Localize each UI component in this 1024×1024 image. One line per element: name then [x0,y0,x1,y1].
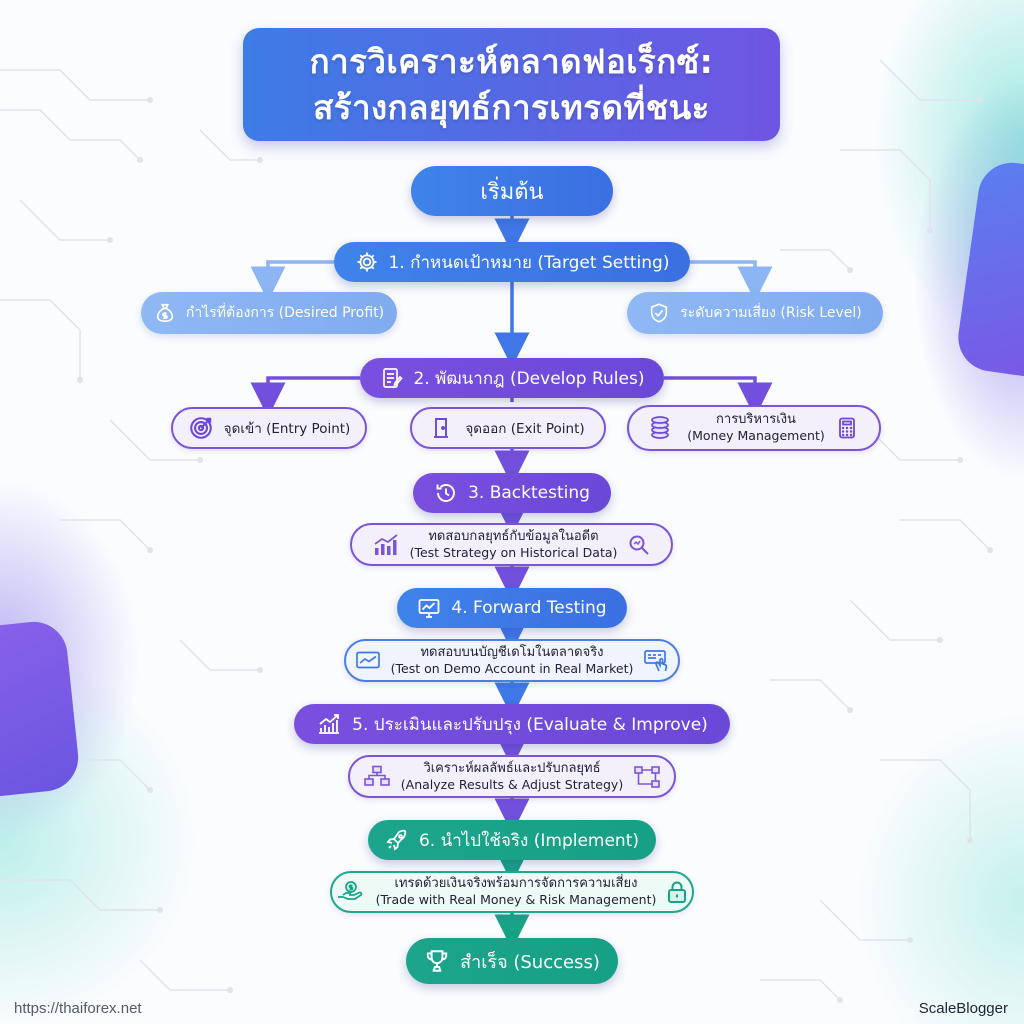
backtest-detail-text: ทดสอบกลยุทธ์กับข้อมูลในอดีต (Test Strate… [410,529,618,561]
target-icon [189,417,212,439]
forward-test-detail-node: ทดสอบบนบัญชีเดโมในตลาดจริง (Test on Demo… [344,639,680,682]
hand-money-icon [337,881,362,900]
calculator-icon [838,417,855,439]
implement-detail-thai: เทรดด้วยเงินจริงพร้อมการจัดการความเสี่ยง [394,876,638,891]
title-line-2: สร้างกลยุทธ์การเทรดที่ชนะ [313,87,710,127]
monitor-chart-icon [355,651,380,668]
entry-point-node: จุดเข้า (Entry Point) [171,407,367,449]
evaluate-detail-english: (Analyze Results & Adjust Strategy) [400,776,624,792]
lock-icon [668,881,687,903]
entry-point-label: จุดเข้า (Entry Point) [223,421,351,437]
touch-screen-icon [644,649,668,671]
money-management-node: การบริหารเงิน (Money Management) [627,405,881,451]
step-6-label: 6. นำไปใช้จริง (Implement) [418,830,640,851]
step-1-target-setting: 1. กำหนดเป้าหมาย (Target Setting) [334,242,690,282]
implement-detail-node: เทรดด้วยเงินจริงพร้อมการจัดการความเสี่ยง… [330,871,694,913]
flowchart-icon [634,765,661,788]
decorative-shape-right [953,158,1024,382]
rules-document-icon [382,368,403,388]
backtest-detail-node: ทดสอบกลยุทธ์กับข้อมูลในอดีต (Test Strate… [350,523,673,566]
backtest-detail-english: (Test Strategy on Historical Data) [409,544,618,560]
evaluate-detail-thai: วิเคราะห์ผลลัพธ์และปรับกลยุทธ์ [423,760,601,776]
growth-chart-icon [319,714,340,734]
desired-profit-node: กำไรที่ต้องการ (Desired Profit) [141,292,397,334]
chart-bars-icon [374,533,398,555]
money-management-english: (Money Management) [687,428,825,443]
step-2-develop-rules: 2. พัฒนากฎ (Develop Rules) [360,358,664,398]
door-icon [434,418,449,438]
magnifier-icon [629,535,650,555]
history-clock-icon [436,484,456,502]
forward-test-detail-english: (Test on Demo Account in Real Market) [390,660,634,676]
step-6-implement: 6. นำไปใช้จริง (Implement) [368,820,656,860]
exit-point-node: จุดออก (Exit Point) [410,407,606,449]
coins-icon [651,416,670,439]
money-management-thai: การบริหารเงิน [716,412,796,427]
success-label: สำเร็จ (Success) [460,951,600,973]
success-node: สำเร็จ (Success) [406,938,618,984]
forward-test-detail-text: ทดสอบบนบัญชีเดโมในตลาดจริง (Test on Demo… [391,645,634,677]
start-label: เริ่มต้น [480,179,544,205]
money-bag-icon [156,303,174,323]
step-3-backtesting: 3. Backtesting [413,473,611,513]
source-url: https://thaiforex.net [14,1000,142,1017]
implement-detail-english: (Trade with Real Money & Risk Management… [375,892,657,907]
step-1-label: 1. กำหนดเป้าหมาย (Target Setting) [388,252,670,273]
step-3-label: 3. Backtesting [468,483,590,503]
money-management-text: การบริหารเงิน (Money Management) [687,412,825,444]
step-2-label: 2. พัฒนากฎ (Develop Rules) [413,368,645,389]
forward-test-detail-thai: ทดสอบบนบัญชีเดโมในตลาดจริง [420,644,604,660]
desired-profit-label: กำไรที่ต้องการ (Desired Profit) [185,305,385,321]
risk-level-node: ระดับความเสี่ยง (Risk Level) [627,292,883,334]
start-node: เริ่มต้น [411,166,613,216]
implement-detail-text: เทรดด้วยเงินจริงพร้อมการจัดการความเสี่ยง… [376,876,657,908]
monitor-chart-icon [419,599,440,618]
step-4-forward-testing: 4. Forward Testing [397,588,627,628]
risk-level-label: ระดับความเสี่ยง (Risk Level) [680,305,862,321]
flowchart-icon [363,765,390,786]
shield-check-icon [651,303,668,323]
step-5-evaluate-improve: 5. ประเมินและปรับปรุง (Evaluate & Improv… [294,704,730,744]
step-4-label: 4. Forward Testing [451,598,607,618]
step-5-label: 5. ประเมินและปรับปรุง (Evaluate & Improv… [352,714,708,735]
brand-name: ScaleBlogger [918,1000,1008,1017]
evaluate-detail-text: วิเคราะห์ผลลัพธ์และปรับกลยุทธ์ (Analyze … [401,761,623,793]
evaluate-detail-node: วิเคราะห์ผลลัพธ์และปรับกลยุทธ์ (Analyze … [348,755,676,798]
rocket-icon [386,829,407,851]
gear-icon [357,252,377,272]
decorative-shape-left [0,618,82,802]
backtest-detail-thai: ทดสอบกลยุทธ์กับข้อมูลในอดีต [428,528,599,544]
title-line-1: การวิเคราะห์ตลาดฟอเร็กซ์: [309,41,714,81]
title-banner: การวิเคราะห์ตลาดฟอเร็กซ์: สร้างกลยุทธ์กา… [243,28,780,141]
trophy-icon [426,950,448,972]
exit-point-label: จุดออก (Exit Point) [465,421,585,437]
